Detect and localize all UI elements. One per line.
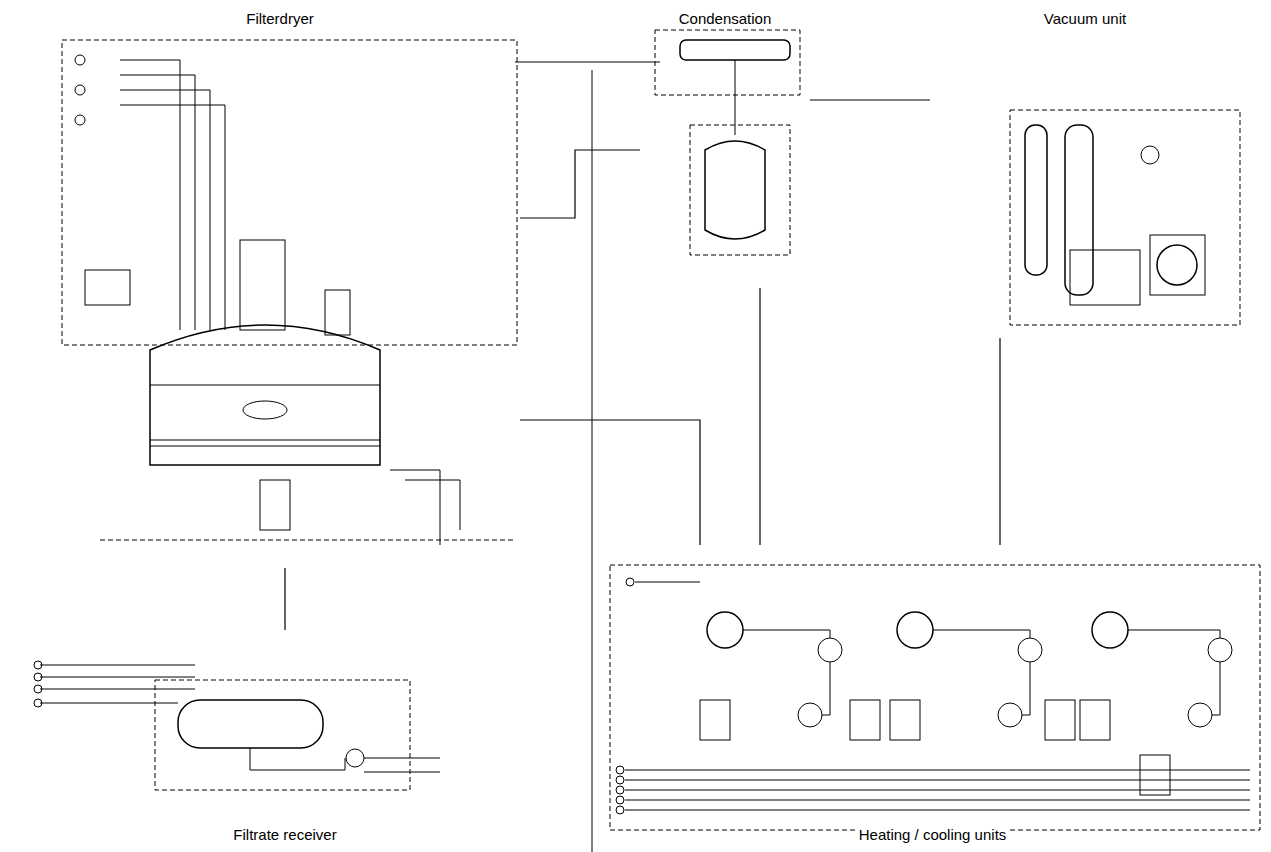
process-pipe [1000,338,1001,545]
condenser [680,40,790,60]
feed-lines [34,661,440,772]
cooler-symbol [1141,146,1159,164]
heading-text: Filtrate receiver [230,826,339,843]
heating-cooling-unit [700,612,880,740]
unit-boundary [100,540,515,541]
receiver-tank [178,700,323,748]
process-pipe [285,568,286,630]
heading-text: Heating / cooling units [856,826,1010,843]
valve-assembly [260,480,290,530]
distillate-vessel [705,141,765,239]
agitator-drive [240,240,285,330]
unit-area: Heating / cooling units [600,545,1265,845]
filter-plate [150,446,380,447]
process-pipe [520,420,700,545]
unit-heading: Filterdryer [40,10,520,27]
vacuum-pump [1157,245,1197,285]
unit-boundary [690,125,790,255]
unit-area: Filterdryer [40,8,520,568]
process-pipe [520,150,640,218]
unit-area: Filtrate receiver [150,630,420,845]
pump-symbol [346,749,364,767]
unit-boundary [155,680,410,790]
unit-heading: Vacuum unit [930,10,1240,27]
pump-housing [1150,235,1205,295]
process-pipe [760,288,761,545]
separator-column [1025,125,1047,275]
separator-column [1065,125,1093,295]
heading-text: Condensation [676,10,775,27]
unit-heading: Condensation [640,10,810,27]
drain-line [250,758,345,770]
unit-boundary [1010,110,1240,325]
area-divider [592,70,593,852]
heading-text: Vacuum unit [1041,10,1129,27]
agitator-cylinder [325,290,350,335]
utility-headers [616,578,1250,814]
unit-heading: Filtrate receiver [150,826,420,843]
area-divider [515,62,660,63]
unit-area: Vacuum unit [930,8,1240,338]
vessel-line [150,385,380,386]
utility-lines [75,55,225,330]
filter-plate [150,440,380,441]
drain-line [250,748,251,770]
service-line [405,480,460,530]
unit-boundary [62,40,517,345]
unit-heading: Heating / cooling units [600,826,1265,843]
heading-text: Filterdryer [243,10,317,27]
agitator [243,401,287,419]
unit-boundary [610,565,1260,830]
unit-boundary [655,30,800,95]
unit-area: Condensation [640,8,810,288]
filterdryer-vessel [150,325,380,465]
process-pipe [810,100,930,101]
separator-tank [1070,250,1140,305]
heating-cooling-unit [1080,612,1232,795]
condensate-line [735,60,736,135]
heating-cooling-unit [890,612,1075,740]
service-line [390,470,440,545]
service-line [410,380,660,520]
